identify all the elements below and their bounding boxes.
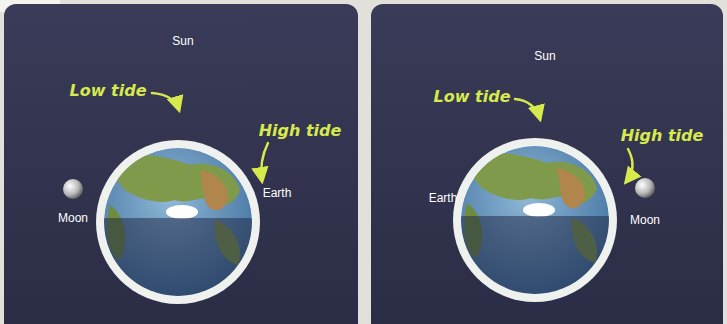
moon-right — [635, 178, 655, 198]
moon-left — [63, 179, 83, 199]
leader-arrows — [152, 93, 632, 182]
left-panel — [4, 4, 358, 324]
moon-label: Moon — [58, 212, 88, 225]
tide-label: Low tide — [434, 88, 511, 106]
tide-label: Low tide — [70, 82, 147, 100]
tide-label: High tide — [259, 122, 342, 140]
moon-label: Moon — [630, 214, 660, 227]
earth-label: Earth — [263, 187, 292, 200]
sun-label: Sun — [172, 35, 193, 48]
earth-left — [96, 140, 260, 308]
tide-label: High tide — [621, 127, 704, 145]
right-panel — [371, 4, 723, 324]
earth-label: Earth — [429, 192, 458, 205]
earth-right — [453, 138, 617, 306]
sun-label: Sun — [534, 50, 555, 63]
